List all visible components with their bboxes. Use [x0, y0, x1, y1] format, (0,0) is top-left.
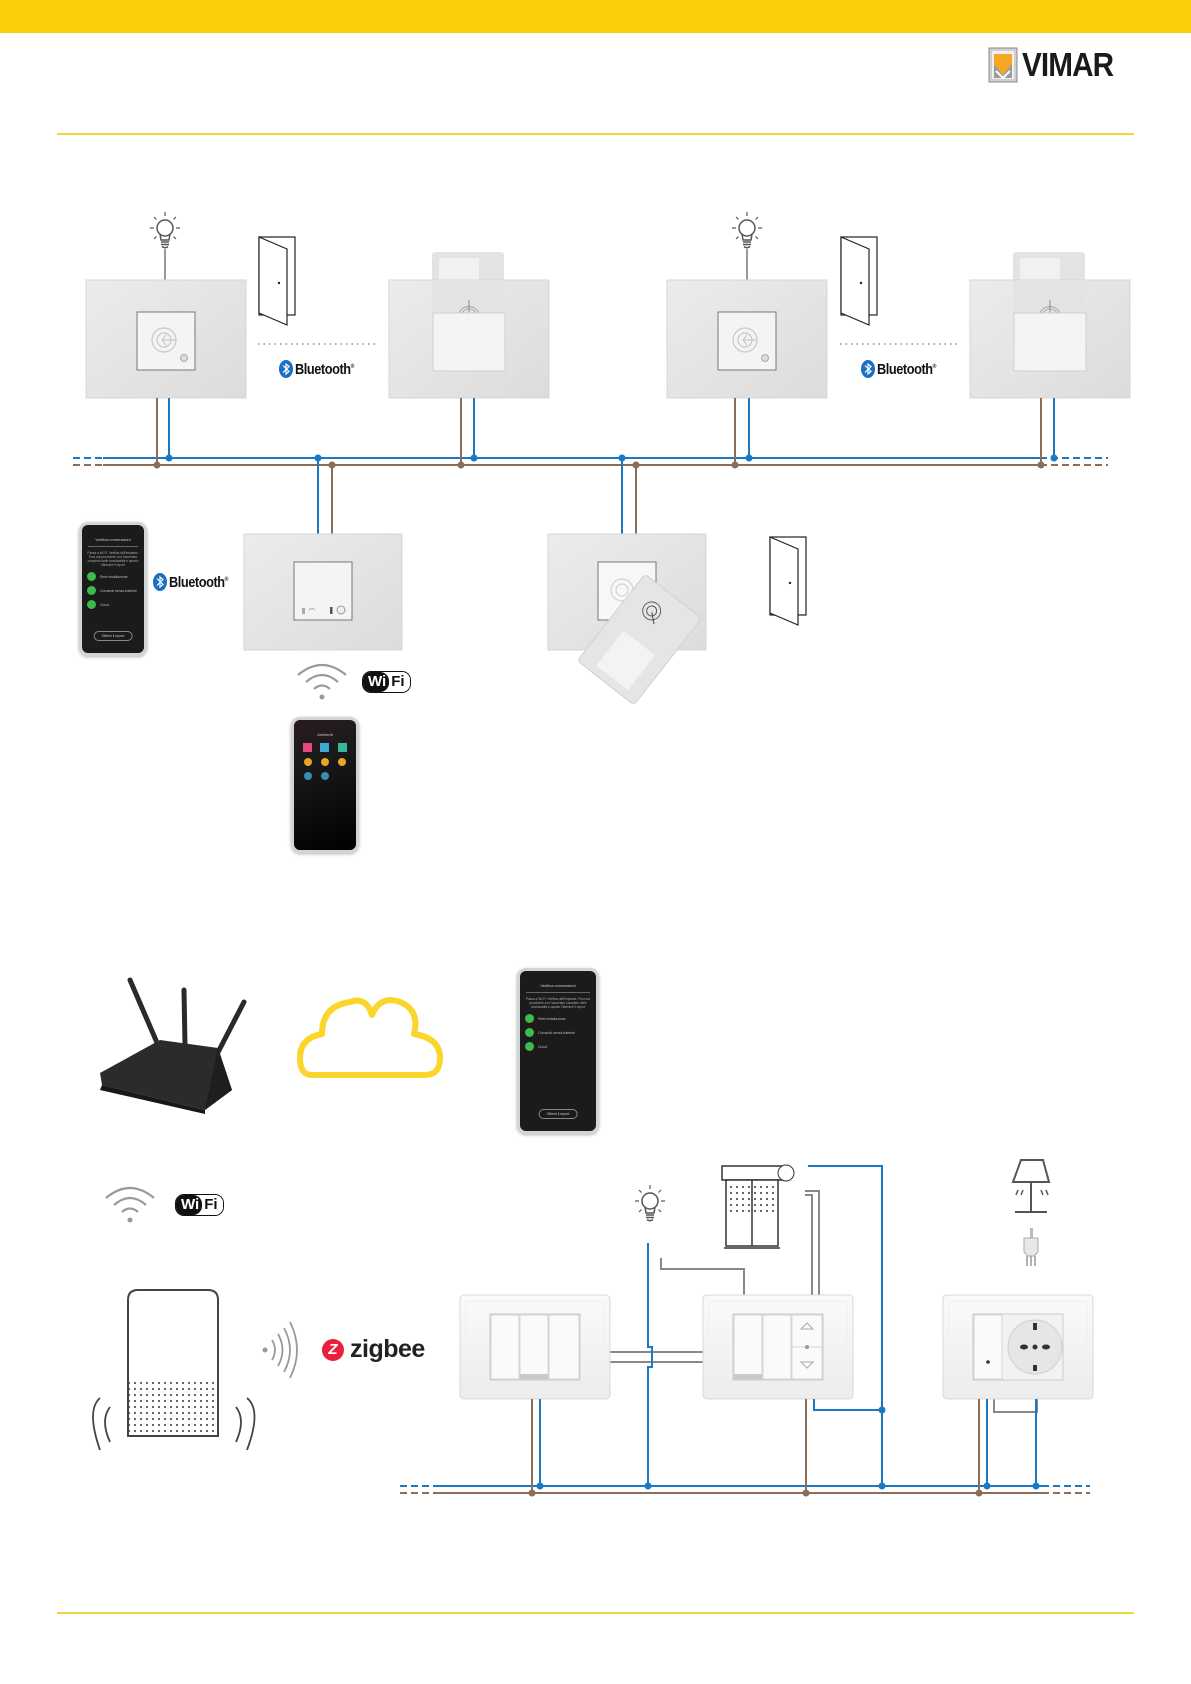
- phone-list-item: Cloud: [87, 600, 139, 609]
- table-lamp-icon: [1011, 1159, 1051, 1213]
- phone-list-item-label: Cloud: [100, 602, 110, 607]
- wifi-router: [100, 977, 247, 1114]
- status-ok-icon: [525, 1014, 534, 1023]
- phone-list-item: Rete installazione: [87, 572, 139, 581]
- gateway-device: [243, 533, 403, 651]
- zigbee-icon: Z: [322, 1338, 344, 1361]
- bluetooth-label: Bluetooth: [877, 360, 933, 378]
- footer-divider: [57, 1612, 1134, 1614]
- phone-screen-title: Ambienti: [317, 732, 333, 737]
- wifi-signal-icon: [104, 1186, 156, 1224]
- vimar-logo: VIMAR: [988, 46, 1123, 84]
- header-divider: [57, 133, 1134, 135]
- wifi-label-right: Fi: [389, 672, 410, 692]
- switch-shutter-plate: [702, 1294, 854, 1400]
- bluetooth-icon: [861, 360, 875, 378]
- wifi-label-left: Wi: [176, 1195, 203, 1215]
- door-icon: [840, 236, 878, 326]
- key-card: [578, 575, 701, 704]
- phone-screen-description: Passa a Wi-Fi. Verifica dell'impianto. P…: [87, 551, 139, 567]
- phone-tile-grid: [294, 737, 356, 786]
- status-ok-icon: [525, 1028, 534, 1037]
- bluetooth-icon: [279, 360, 293, 378]
- status-ok-icon: [87, 572, 96, 581]
- plug-icon: [1023, 1228, 1039, 1266]
- status-ok-icon: [525, 1042, 534, 1051]
- signal-wires: [610, 1190, 1038, 1413]
- phone-tile: [303, 743, 313, 752]
- phone-screen-description: Passa a Wi-Fi. Verifica dell'impianto. P…: [525, 997, 591, 1009]
- card-holder-device: [969, 251, 1131, 399]
- phone-list-item: Rete installazione: [525, 1014, 591, 1023]
- card-reader-device: [85, 279, 247, 399]
- bluetooth-icon: [153, 573, 167, 591]
- bus-lines-top: [73, 398, 1108, 534]
- smart-speaker: [92, 1289, 256, 1451]
- roller-shutter-window-icon: [721, 1164, 795, 1249]
- smartphone-bluetooth-app: Verifica connessioni Passa a Wi-Fi. Veri…: [79, 522, 147, 656]
- zigbee-logo: Z zigbee: [322, 1335, 425, 1364]
- phone-tile: [337, 743, 347, 752]
- bluetooth-logo: Bluetooth®: [153, 573, 238, 591]
- wifi-label-right: Fi: [202, 1195, 223, 1215]
- light-bulb-icon: [149, 211, 181, 249]
- bluetooth-logo: Bluetooth®: [861, 360, 946, 378]
- card-holder-device: [388, 251, 550, 399]
- phone-report-button: Ottieni il report: [538, 1109, 578, 1119]
- phone-list-item-label: Comandi senza batterie: [100, 588, 137, 593]
- door-icon: [258, 236, 296, 326]
- phone-list-item-label: Cloud: [538, 1044, 548, 1049]
- phone-list-item: Cloud: [525, 1042, 591, 1051]
- registered-mark: ®: [932, 363, 937, 370]
- phone-tile: [303, 772, 312, 780]
- bluetooth-label: Bluetooth: [295, 360, 351, 378]
- room-1: [85, 211, 550, 399]
- socket-plate: [942, 1294, 1094, 1400]
- phone-list-item: Comandi senza batterie: [525, 1028, 591, 1037]
- phone-screen-title: Verifica connessioni: [95, 537, 131, 542]
- phone-tile: [320, 758, 329, 766]
- smartphone-cloud-app: Verifica connessioni Passa a Wi-Fi. Veri…: [517, 968, 599, 1134]
- status-ok-icon: [87, 600, 96, 609]
- registered-mark: ®: [224, 576, 229, 583]
- phone-list-item-label: Comandi senza batterie: [538, 1030, 575, 1035]
- card-programmer-device: [547, 533, 707, 704]
- phone-tile: [338, 758, 347, 766]
- bluetooth-label: Bluetooth: [169, 573, 225, 591]
- phone-tile: [303, 758, 312, 766]
- phone-list-item-label: Rete installazione: [100, 574, 128, 579]
- phone-tile: [320, 772, 329, 780]
- phone-list-item-label: Rete installazione: [538, 1016, 566, 1021]
- light-bulb-icon: [731, 211, 763, 249]
- wifi-label-left: Wi: [363, 672, 390, 692]
- card-reader-device: [666, 279, 828, 399]
- wifi-signal-icon: [296, 663, 348, 701]
- zigbee-label: zigbee: [350, 1335, 425, 1363]
- smartphone-wifi-app: Ambienti: [291, 717, 359, 853]
- brand-name: VIMAR: [1022, 46, 1114, 83]
- room-2: [666, 211, 1131, 399]
- registered-mark: ®: [350, 363, 355, 370]
- bus-lines-bottom: [400, 1165, 1090, 1497]
- top-accent-bar: [0, 0, 1191, 33]
- phone-report-button: Ottieni il report: [93, 631, 133, 641]
- phone-tile: [320, 743, 330, 752]
- zigbee-signal-icon: [262, 1321, 298, 1379]
- bluetooth-logo: Bluetooth®: [279, 360, 364, 378]
- door-icon: [769, 536, 807, 626]
- status-ok-icon: [87, 586, 96, 595]
- triple-switch-plate: [459, 1294, 611, 1400]
- vimar-logo-icon: [988, 47, 1018, 83]
- phone-screen-title: Verifica connessioni: [540, 983, 576, 988]
- cloud-icon: [297, 997, 443, 1078]
- phone-list-item: Comandi senza batterie: [87, 586, 139, 595]
- light-bulb-icon: [634, 1184, 666, 1222]
